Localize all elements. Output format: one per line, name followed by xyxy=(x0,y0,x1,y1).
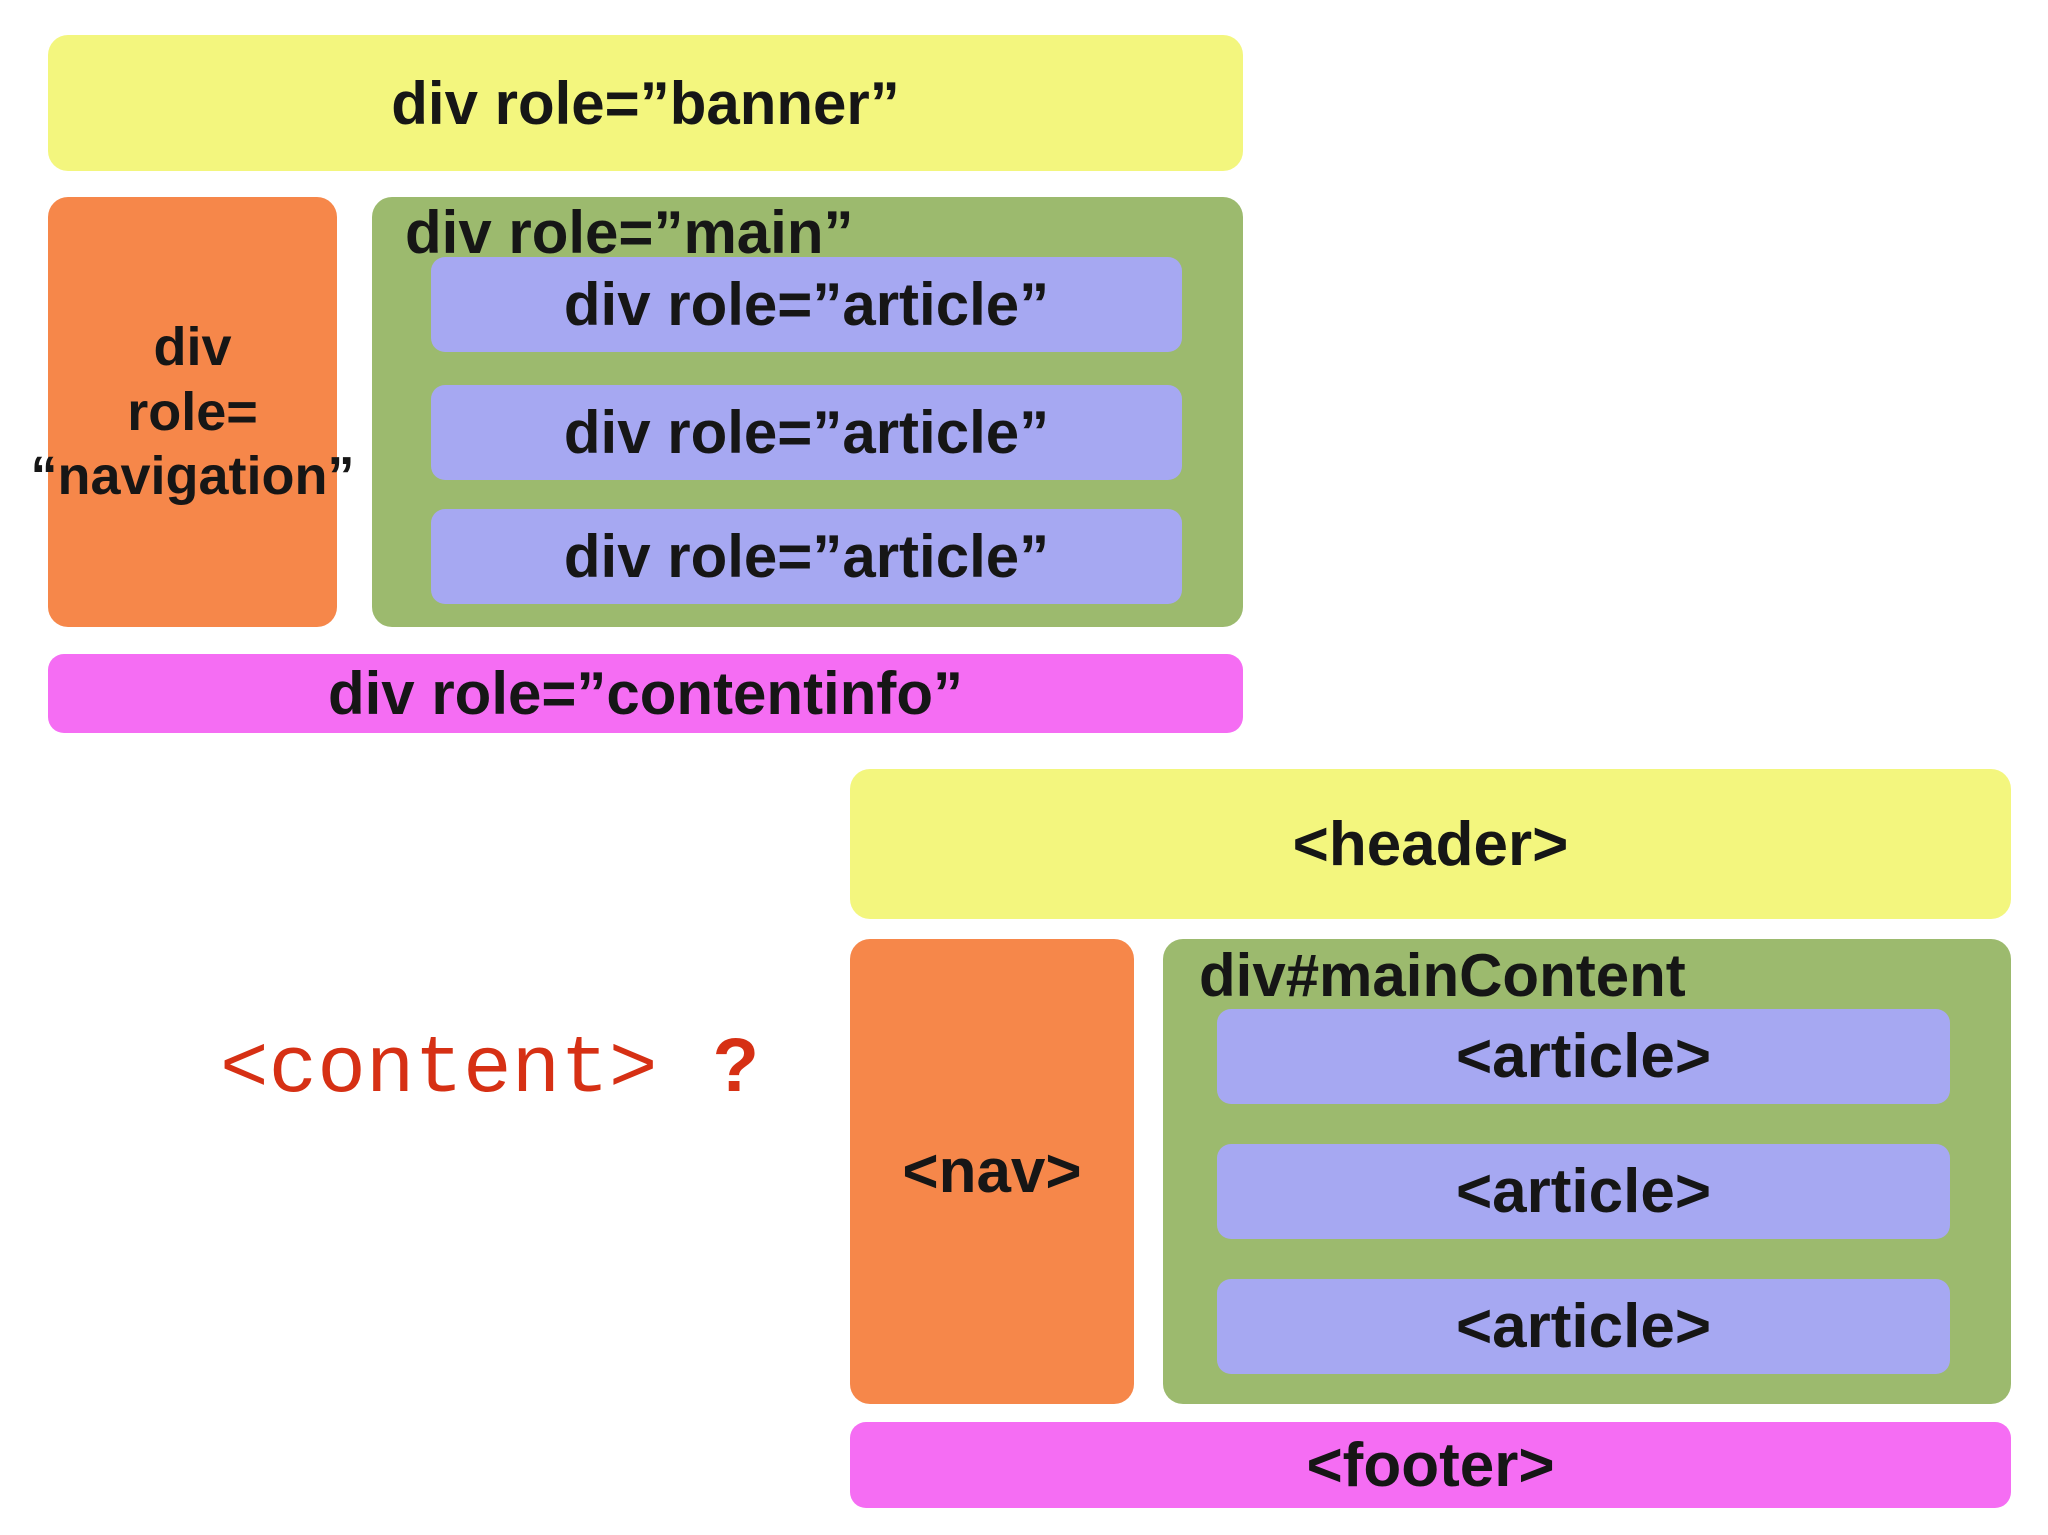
banner-label: div role=”banner” xyxy=(391,69,900,137)
nav-element-box: <nav> xyxy=(850,939,1134,1404)
article-element-label-2: <article> xyxy=(1455,1157,1712,1226)
navigation-label-line1: div xyxy=(153,316,232,377)
main-role-box: div role=”main” div role=”article” div r… xyxy=(372,197,1243,627)
footer-element-box: <footer> xyxy=(850,1422,2011,1508)
header-element-label: <header> xyxy=(1292,809,1569,879)
footer-element-label: <footer> xyxy=(1306,1430,1555,1500)
navigation-box: div role= “navigation” xyxy=(30,197,355,627)
navigation-label: div role= “navigation” xyxy=(30,315,354,509)
banner-box: div role=”banner” xyxy=(48,35,1243,171)
article-role-box-2: div role=”article” xyxy=(431,385,1182,480)
article-role-label-1: div role=”article” xyxy=(563,271,1050,338)
maincontent-box: div#mainContent <article> <article> <art… xyxy=(1163,939,2011,1404)
article-element-box-2: <article> xyxy=(1217,1144,1950,1239)
article-element-label-1: <article> xyxy=(1455,1022,1712,1091)
article-role-box-1: div role=”article” xyxy=(431,257,1182,352)
main-role-label: div role=”main” xyxy=(405,199,854,266)
question-mark: ? xyxy=(712,1023,759,1108)
navigation-label-line2: role= xyxy=(127,381,258,442)
navigation-label-line3: “navigation” xyxy=(30,446,355,507)
article-role-label-3: div role=”article” xyxy=(563,523,1050,590)
maincontent-label: div#mainContent xyxy=(1199,942,1686,1009)
contentinfo-label: div role=”contentinfo” xyxy=(327,660,964,727)
nav-element-label: <nav> xyxy=(902,1137,1082,1206)
article-element-label-3: <article> xyxy=(1455,1292,1712,1361)
article-element-box-3: <article> xyxy=(1217,1279,1950,1374)
content-tag-text: <content> xyxy=(220,1025,658,1116)
contentinfo-box: div role=”contentinfo” xyxy=(48,654,1243,733)
article-element-box-1: <article> xyxy=(1217,1009,1950,1104)
content-tag-annotation: <content> ? xyxy=(220,1022,759,1116)
article-role-label-2: div role=”article” xyxy=(563,399,1050,466)
header-element-box: <header> xyxy=(850,769,2011,919)
article-role-box-3: div role=”article” xyxy=(431,509,1182,604)
